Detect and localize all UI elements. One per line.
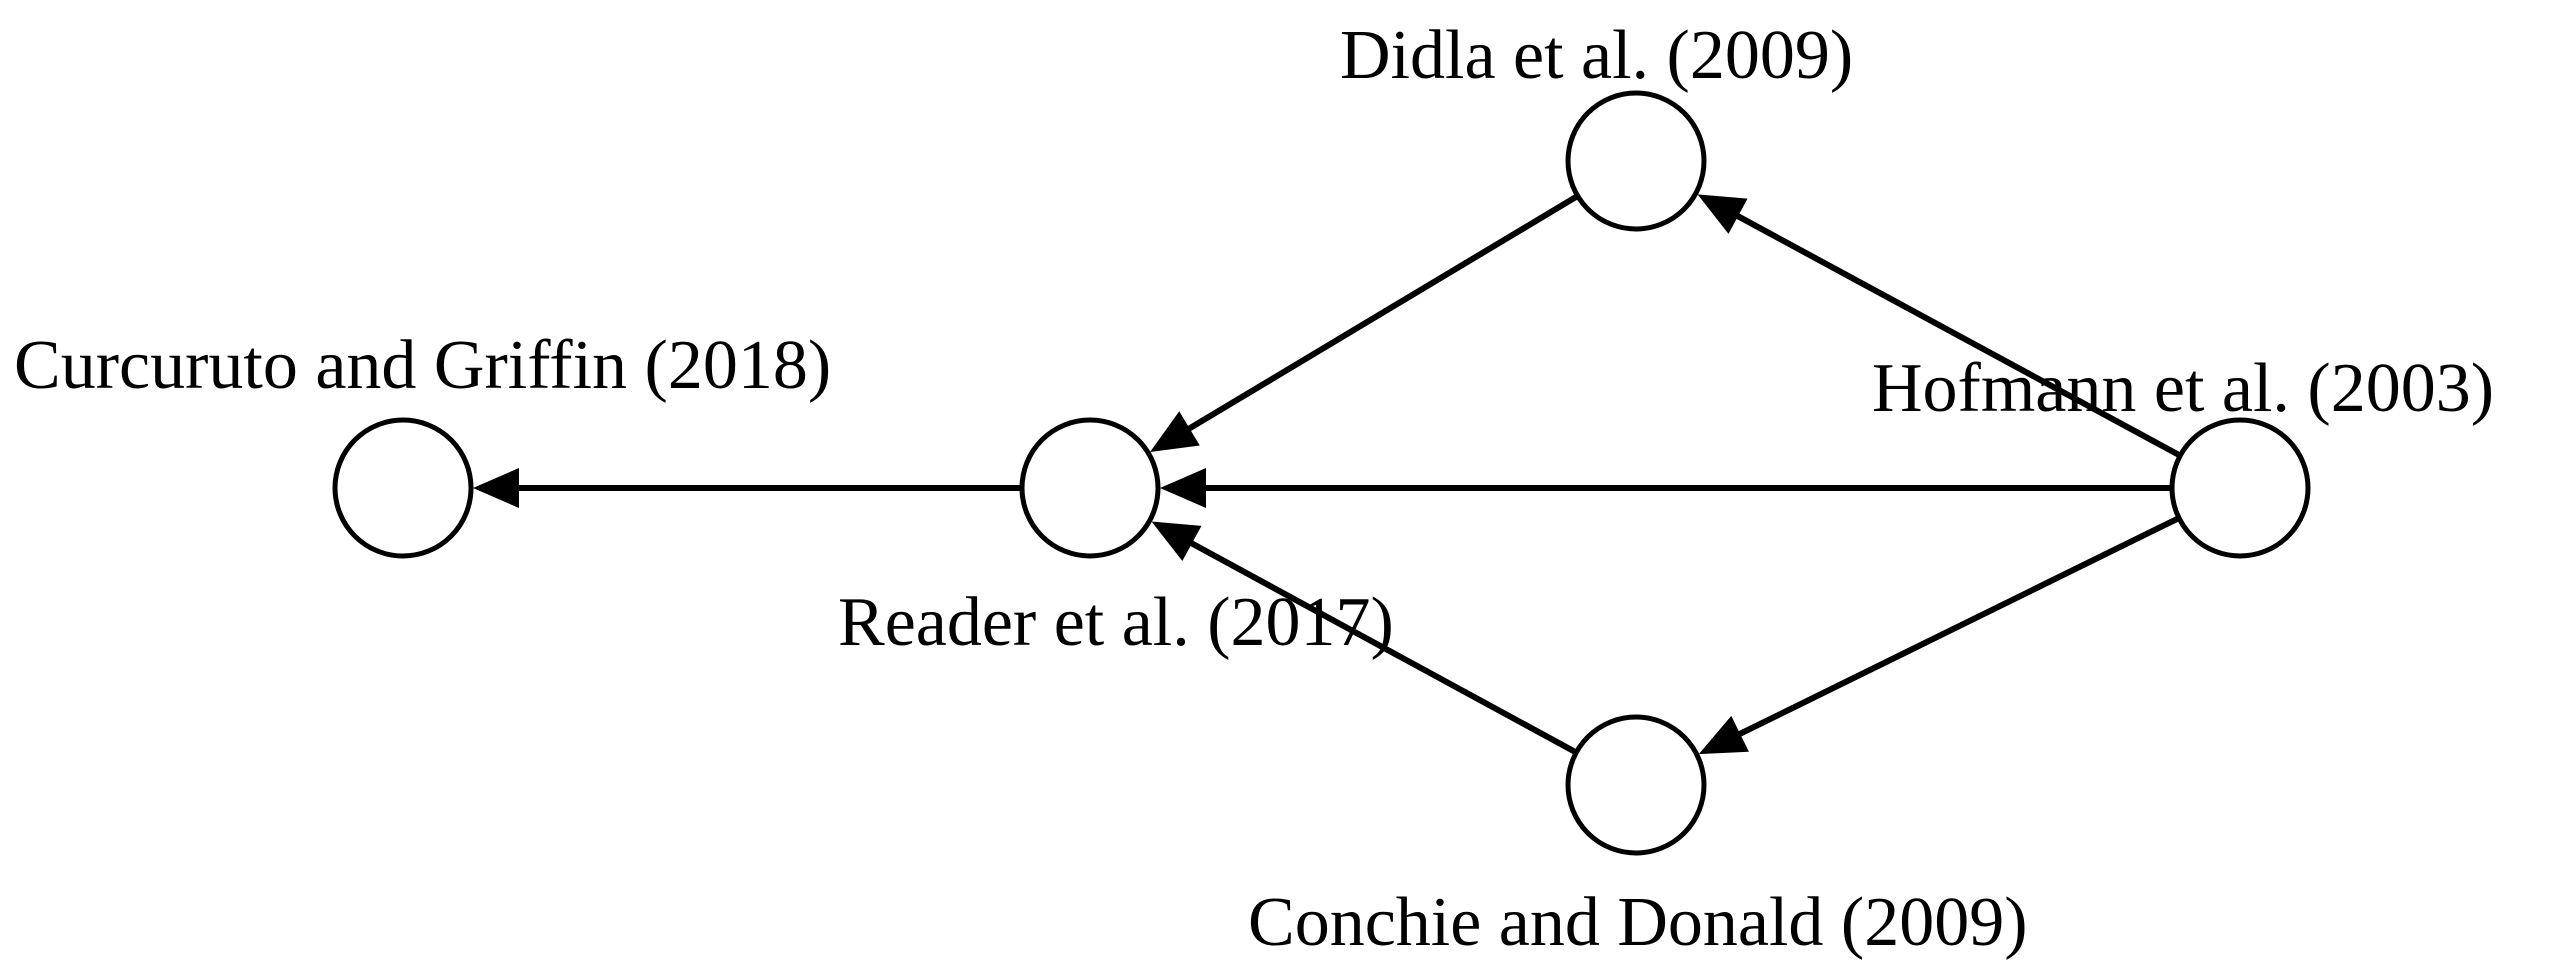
label-hofmann: Hofmann et al. (2003) — [1872, 350, 2494, 427]
label-reader: Reader et al. (2017) — [838, 584, 1394, 661]
label-didla: Didla et al. (2009) — [1340, 17, 1853, 94]
arrowhead-hofmann-to-conchie — [1698, 715, 1749, 755]
node-hofmann — [2169, 417, 2311, 559]
edge-conchie-to-reader — [1186, 538, 1578, 756]
edge-hofmann-to-conchie — [1735, 515, 2181, 739]
node-reader — [1019, 417, 1161, 559]
arrowhead-reader-to-curcuruto — [473, 468, 519, 508]
labels-group: Curcuruto and Griffin (2018) Reader et a… — [14, 17, 2494, 961]
node-didla — [1565, 90, 1707, 232]
arrowhead-hofmann-to-reader — [1160, 468, 1206, 508]
edge-hofmann-to-didla — [1733, 211, 2182, 459]
label-conchie: Conchie and Donald (2009) — [1248, 884, 2028, 961]
arrowhead-hofmann-to-didla — [1697, 194, 1748, 234]
arrowhead-didla-to-reader — [1150, 411, 1200, 453]
node-curcuruto — [332, 417, 474, 559]
edge-didla-to-reader — [1184, 193, 1580, 434]
arrowhead-conchie-to-reader — [1151, 521, 1202, 561]
nodes-group — [332, 90, 2311, 856]
node-conchie — [1565, 714, 1707, 856]
edges-group — [473, 193, 2182, 756]
label-curcuruto: Curcuruto and Griffin (2018) — [14, 327, 831, 404]
